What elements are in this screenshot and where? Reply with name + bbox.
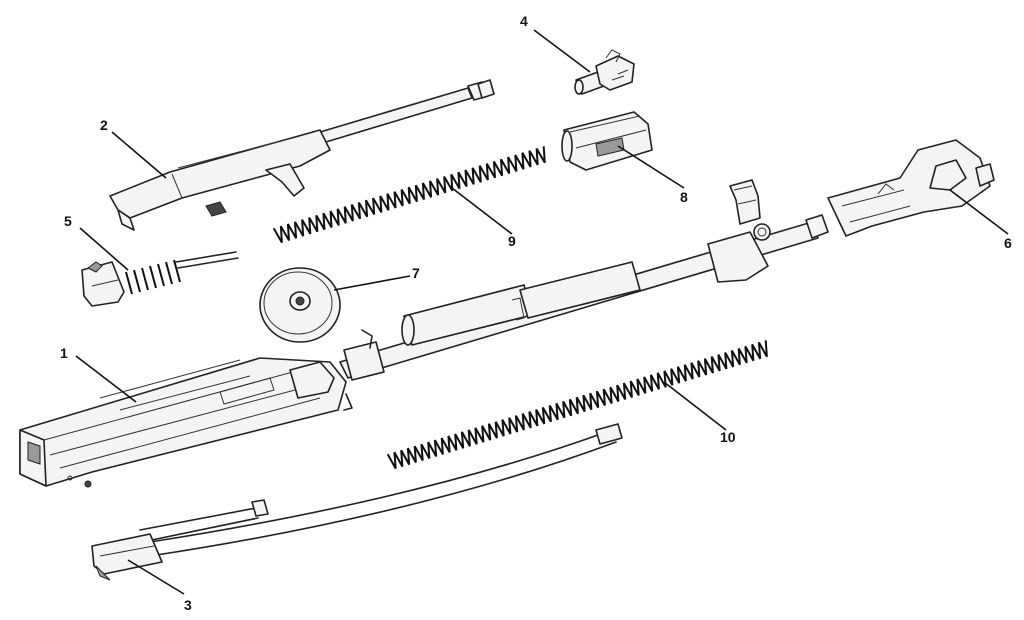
part-10-spring-lower <box>386 340 768 470</box>
callout-8: 8 <box>680 189 688 205</box>
callout-3: 3 <box>184 597 192 613</box>
callout-10: 10 <box>720 429 736 445</box>
leader-8 <box>617 145 685 189</box>
leader-7 <box>333 275 411 291</box>
callout-2: 2 <box>100 117 108 133</box>
callout-6: 6 <box>1004 235 1012 251</box>
leader-2 <box>111 131 167 179</box>
leader-5 <box>79 227 129 271</box>
part-8-block <box>561 111 653 171</box>
leader-1 <box>75 355 137 403</box>
part-1-receiver-barrel <box>19 179 829 488</box>
part-6-gas-cylinder-lock <box>827 139 995 237</box>
part-5-plunger-spring <box>81 251 239 307</box>
leader-4 <box>533 29 591 73</box>
leader-lines <box>75 29 1009 595</box>
callout-9: 9 <box>508 233 516 249</box>
callout-labels: 1 2 3 4 5 6 7 8 9 10 <box>60 13 1012 613</box>
leader-9 <box>451 187 513 235</box>
callout-1: 1 <box>60 345 68 361</box>
callout-4: 4 <box>520 13 528 29</box>
leader-3 <box>127 559 185 595</box>
part-2-operating-rod <box>109 79 495 231</box>
callout-5: 5 <box>64 213 72 229</box>
part-3-follower-rod <box>91 423 623 581</box>
part-4-small-component <box>574 49 635 95</box>
part-7-disc <box>259 267 341 343</box>
leader-6 <box>949 189 1009 235</box>
callout-7: 7 <box>412 265 420 281</box>
part-9-spring-upper <box>272 146 546 244</box>
leader-10 <box>663 381 727 431</box>
